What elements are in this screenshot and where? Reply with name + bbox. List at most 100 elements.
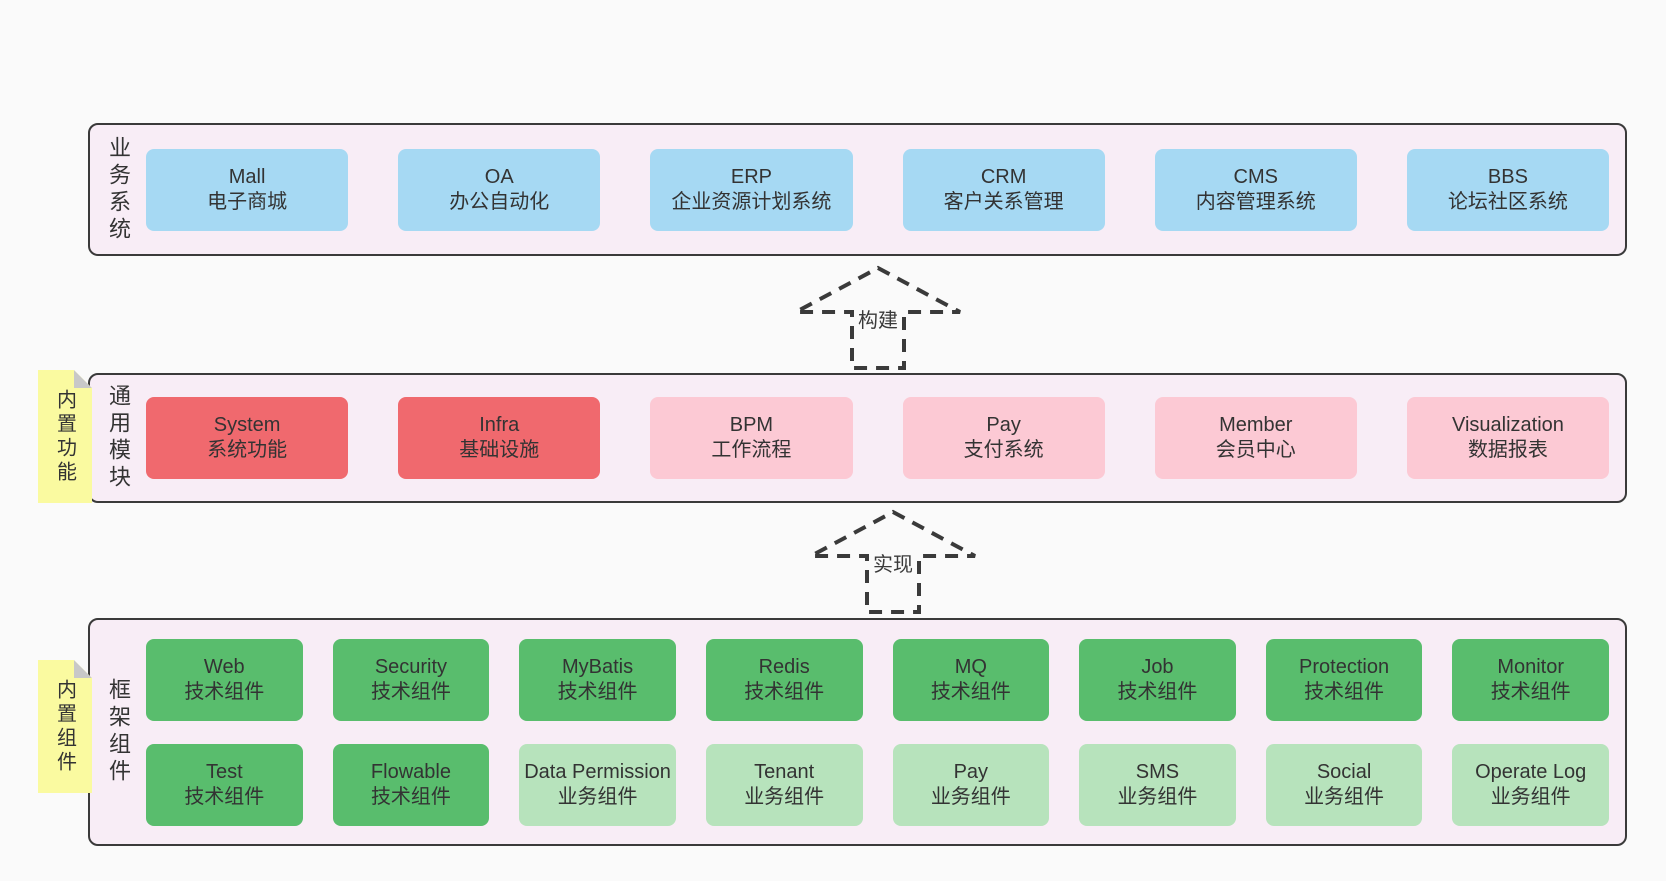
module-box-title: MyBatis xyxy=(562,655,634,678)
module-box-title: Security xyxy=(374,655,448,678)
framework-components-label: 框架组件 xyxy=(106,678,131,786)
module-box-subtitle: 支付系统 xyxy=(963,439,1044,461)
module-box-subtitle: 技术组件 xyxy=(184,785,265,808)
module-box-subtitle: 业务组件 xyxy=(1304,785,1385,808)
module-box-subtitle: 电子商城 xyxy=(207,190,288,213)
build-arrow: 构建 xyxy=(788,260,968,372)
module-box-title: Tenant xyxy=(754,760,815,783)
module-box-subtitle: 业务组件 xyxy=(557,785,638,808)
build-arrow-label: 构建 xyxy=(854,304,902,333)
module-box-subtitle: 客户关系管理 xyxy=(943,190,1064,213)
module-box-title: Job xyxy=(1141,655,1174,678)
module-box-infra: Infra 基础设施 xyxy=(398,397,601,479)
module-box-title: Pay xyxy=(986,414,1021,436)
sticky-note-label: 内置组件 xyxy=(53,678,76,775)
module-box-subtitle: 技术组件 xyxy=(1117,680,1198,703)
module-box-title: CMS xyxy=(1233,165,1278,188)
module-box-title: Test xyxy=(205,760,243,783)
sticky-note-built-in-functions: 内置功能 xyxy=(38,370,92,503)
business-systems-label: 业务系统 xyxy=(106,135,131,244)
module-box-title: Infra xyxy=(479,414,520,436)
implement-arrow-label: 实现 xyxy=(869,548,917,577)
dashed-up-arrow-icon xyxy=(795,265,961,370)
module-box-subtitle: 业务组件 xyxy=(744,785,825,808)
module-box-subtitle: 技术组件 xyxy=(930,680,1011,703)
module-box-title: BPM xyxy=(729,414,774,436)
common-modules-boxes: System 系统功能 Infra 基础设施 BPM 工作流程 Pay 支付系统 Member 会… xyxy=(146,397,1625,479)
module-box-title: Web xyxy=(203,655,245,678)
module-box-subtitle: 企业资源计划系统 xyxy=(671,190,832,213)
module-box-title: CRM xyxy=(980,165,1027,188)
common-modules-band: 通用模块 System 系统功能 Infra 基础设施 BPM 工作流程 Pay 支付系统 Me… xyxy=(88,373,1627,503)
sticky-note-built-in-components: 内置组件 xyxy=(38,660,92,793)
module-box-subtitle: 内容管理系统 xyxy=(1195,190,1316,213)
module-box-subtitle: 工作流程 xyxy=(711,439,792,461)
module-box-title: MQ xyxy=(954,655,987,678)
module-box-title: Member xyxy=(1219,414,1293,436)
module-box-subtitle: 技术组件 xyxy=(744,680,825,703)
module-box-title: Data Permission xyxy=(524,760,671,783)
module-box-subtitle: 办公自动化 xyxy=(449,190,550,213)
module-box-pay: Pay 支付系统 xyxy=(902,397,1105,479)
module-box-title: Protection xyxy=(1299,655,1390,678)
module-box-title: Monitor xyxy=(1497,655,1565,678)
module-box-subtitle: 技术组件 xyxy=(557,680,638,703)
module-box-subtitle: 系统功能 xyxy=(207,439,288,461)
module-box-subtitle: 业务组件 xyxy=(1117,785,1198,808)
module-box-system: System 系统功能 xyxy=(146,397,349,479)
module-box-subtitle: 技术组件 xyxy=(1490,680,1571,703)
module-box-title: ERP xyxy=(730,165,772,188)
module-box-title: SMS xyxy=(1135,760,1180,783)
module-box-subtitle: 业务组件 xyxy=(930,785,1011,808)
module-box-subtitle: 业务组件 xyxy=(1490,785,1571,808)
module-box-title: BBS xyxy=(1487,165,1528,188)
dashed-up-arrow-icon xyxy=(810,509,976,614)
module-box-title: OA xyxy=(484,165,514,188)
module-box-subtitle: 技术组件 xyxy=(370,785,451,808)
module-box-title: Redis xyxy=(758,655,810,678)
module-box-subtitle: 基础设施 xyxy=(459,439,540,461)
module-box-subtitle: 技术组件 xyxy=(1304,680,1385,703)
module-box-title: System xyxy=(213,414,281,436)
module-box-subtitle: 论坛社区系统 xyxy=(1447,190,1568,213)
module-box-title: Operate Log xyxy=(1475,760,1587,783)
module-box-title: Flowable xyxy=(370,760,451,783)
module-box-title: Visualization xyxy=(1451,414,1564,436)
common-modules-label: 通用模块 xyxy=(106,384,131,492)
sticky-note-label: 内置功能 xyxy=(53,388,76,485)
module-box-member: Member 会员中心 xyxy=(1154,397,1357,479)
module-box-title: Pay xyxy=(953,760,989,783)
module-box-subtitle: 会员中心 xyxy=(1215,439,1296,461)
module-box-subtitle: 技术组件 xyxy=(184,680,265,703)
module-box-bpm: BPM 工作流程 xyxy=(650,397,853,479)
module-box-title: Mall xyxy=(228,165,266,188)
module-box-subtitle: 技术组件 xyxy=(370,680,451,703)
